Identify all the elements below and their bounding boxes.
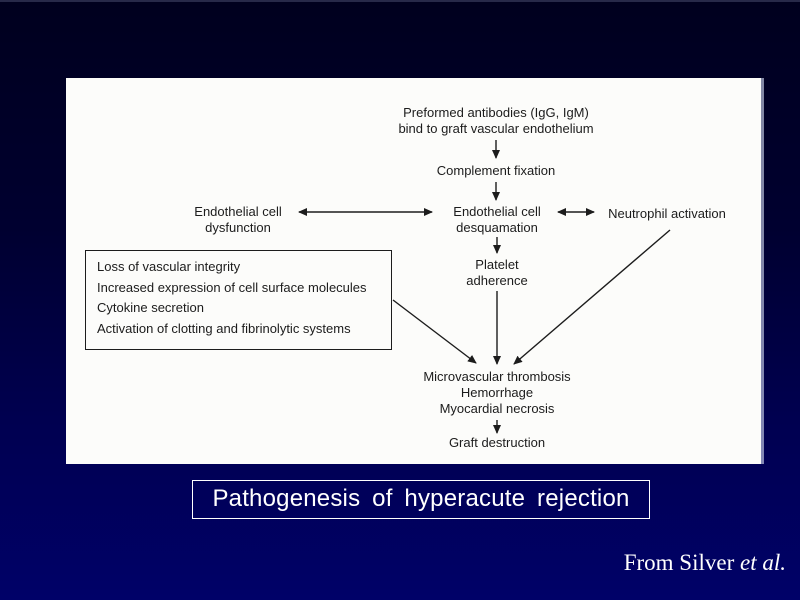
caption-box: Pathogenesis of hyperacute rejection	[192, 480, 650, 519]
node-outcome-line1: Microvascular thrombosis	[423, 369, 571, 384]
node-complement-fixation-label: Complement fixation	[436, 163, 556, 178]
node-preformed-antibodies-line1: Preformed antibodies (IgG, IgM)	[403, 105, 589, 120]
consequences-box-item: Cytokine secretion	[97, 300, 204, 315]
node-endothelial-desquamation-line1: Endothelial cell	[453, 204, 541, 219]
node-graft-destruction-label: Graft destruction	[448, 435, 546, 450]
node-outcome: Microvascular thrombosis Hemorrhage Myoc…	[423, 369, 570, 417]
node-endothelial-dysfunction: Endothelial cell dysfunction	[194, 204, 281, 236]
flowchart-panel: Preformed antibodies (IgG, IgM) bind to …	[66, 78, 761, 464]
caption-text: Pathogenesis of hyperacute rejection	[212, 485, 630, 512]
node-graft-destruction: Graft destruction	[449, 435, 545, 451]
node-endothelial-dysfunction-line2: dysfunction	[205, 220, 271, 235]
slide-top-edge-highlight	[0, 0, 800, 2]
node-preformed-antibodies-line2: bind to graft vascular endothelium	[398, 121, 594, 136]
node-platelet-adherence: Platelet adherence	[466, 257, 527, 289]
consequences-box: Loss of vascular integrity Increased exp…	[85, 250, 392, 350]
node-endothelial-dysfunction-line1: Endothelial cell	[194, 204, 282, 219]
source-credit-prefix: From Silver	[623, 550, 740, 575]
node-complement-fixation: Complement fixation	[437, 163, 556, 179]
node-neutrophil-activation-label: Neutrophil activation	[608, 206, 726, 221]
flowchart-arrows	[298, 140, 671, 434]
source-credit: From Silver et al.	[624, 550, 786, 576]
node-preformed-antibodies: Preformed antibodies (IgG, IgM) bind to …	[398, 105, 593, 137]
arrow-infobox-to-outcome	[392, 299, 477, 364]
node-endothelial-desquamation-line2: desquamation	[456, 220, 538, 235]
node-platelet-adherence-line1: Platelet	[475, 257, 519, 272]
source-credit-etal: et al.	[740, 550, 786, 575]
consequences-box-item: Activation of clotting and fibrinolytic …	[97, 320, 351, 336]
node-neutrophil-activation: Neutrophil activation	[608, 206, 726, 222]
node-endothelial-desquamation: Endothelial cell desquamation	[453, 204, 540, 236]
consequences-box-item: Loss of vascular integrity	[97, 259, 241, 274]
node-outcome-line3: Myocardial necrosis	[439, 401, 555, 416]
node-platelet-adherence-line2: adherence	[466, 273, 528, 288]
node-outcome-line2: Hemorrhage	[460, 385, 534, 400]
consequences-box-item: Increased expression of cell surface mol…	[97, 279, 367, 295]
arrow-neutrophil-to-outcome	[513, 229, 671, 365]
